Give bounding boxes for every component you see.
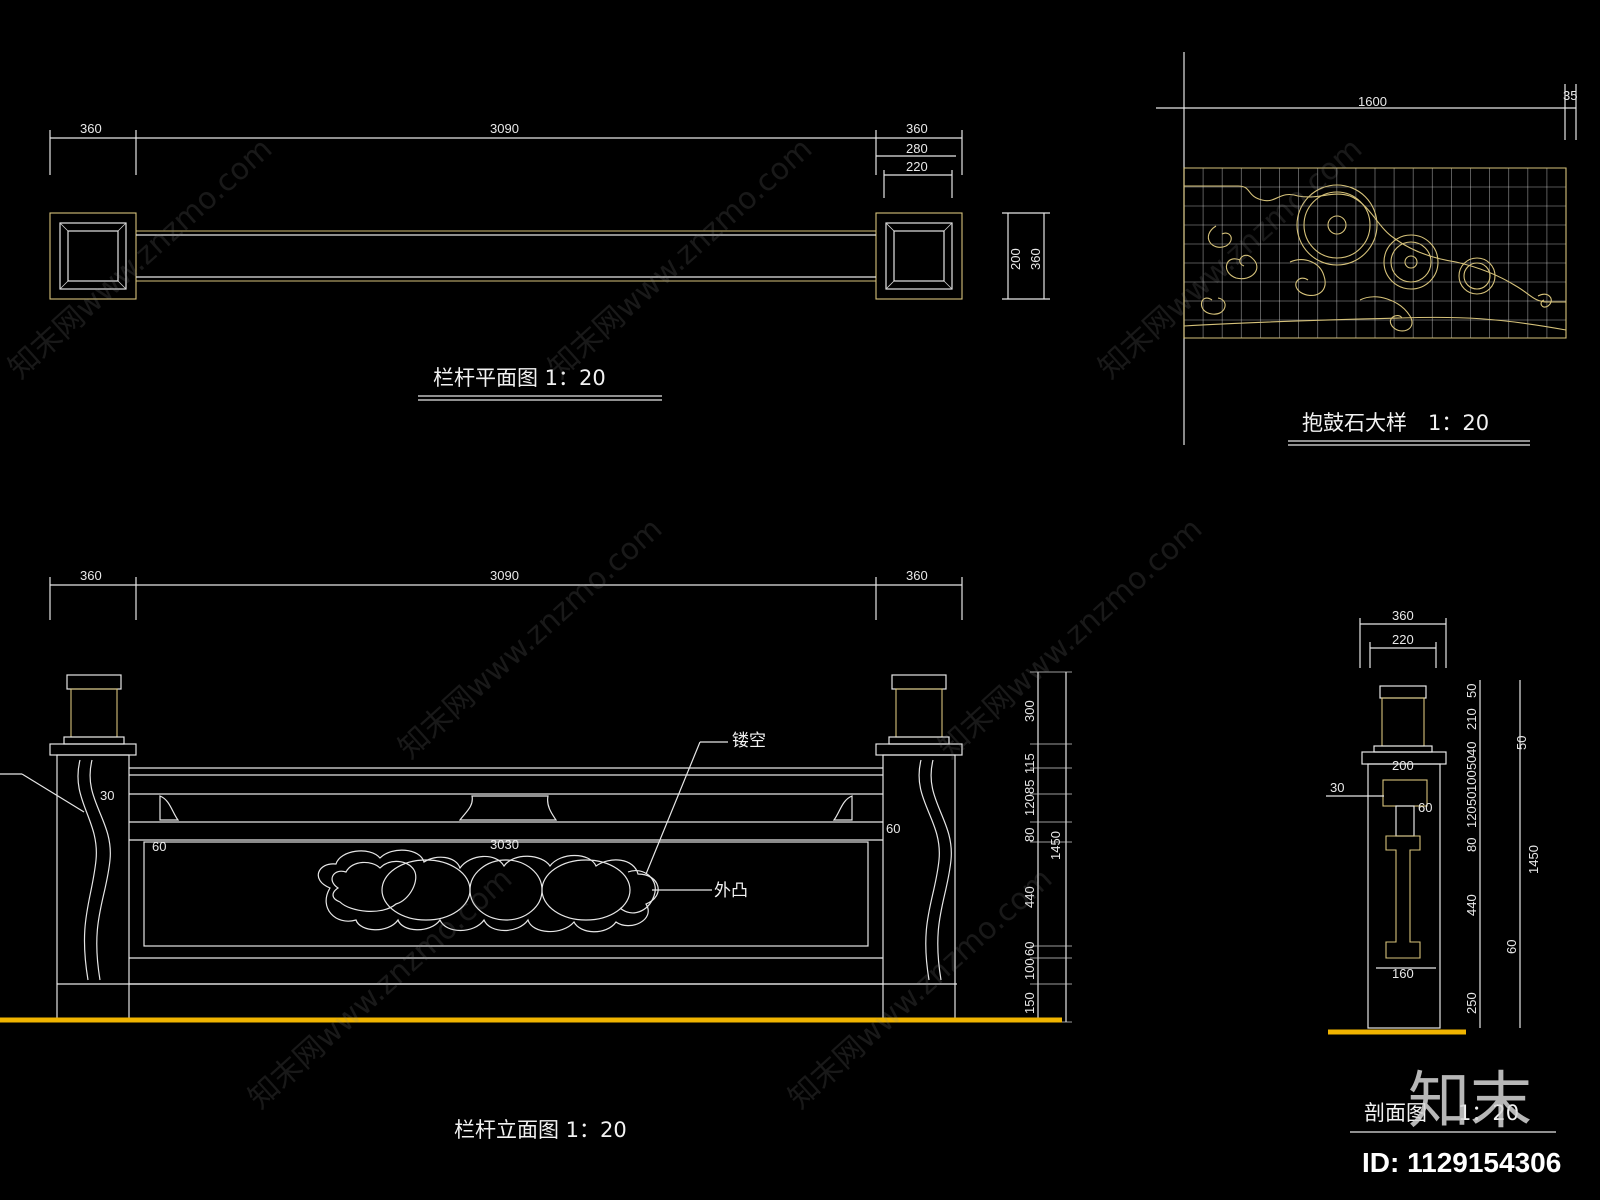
section-dim-60: 60 bbox=[1418, 800, 1432, 815]
detail-dim-width: 1600 bbox=[1358, 94, 1387, 109]
section-dim-120: 120 bbox=[1464, 806, 1479, 828]
section-dim-30: 30 bbox=[1330, 780, 1344, 795]
section-dim-60: 60 bbox=[1504, 940, 1519, 954]
watermark-6: 知末网www.znzmo.com bbox=[242, 861, 519, 1116]
watermark-3: 知末网www.znzmo.com bbox=[1092, 131, 1369, 386]
section-dim-250: 250 bbox=[1464, 992, 1479, 1014]
watermark-4: 知末网www.znzmo.com bbox=[392, 511, 669, 766]
elev-dim-60: 60 bbox=[1022, 942, 1037, 956]
section-dim-220: 220 bbox=[1392, 632, 1414, 647]
watermark-7: 知末网www.znzmo.com bbox=[782, 861, 1059, 1116]
elev-dim-left: 360 bbox=[80, 568, 102, 583]
section-dim-100: 100 bbox=[1464, 770, 1479, 792]
detail-title: 抱鼓石大样 1：20 bbox=[1302, 411, 1489, 435]
section-scale: 1：20 bbox=[1458, 1101, 1519, 1125]
watermark-2: 知末网www.znzmo.com bbox=[542, 131, 819, 386]
elevation-title: 栏杆立面图 1：20 bbox=[454, 1118, 627, 1142]
plan-dim-left: 360 bbox=[80, 121, 102, 136]
elev-dim-total: 1450 bbox=[1048, 831, 1063, 860]
elev-left-post bbox=[49, 674, 137, 1021]
elev-dim-80: 80 bbox=[1022, 828, 1037, 842]
brand-id: ID: 1129154306 bbox=[1362, 1147, 1561, 1178]
watermark-1: 知末网www.znzmo.com bbox=[2, 131, 279, 386]
section-dim-80: 80 bbox=[1464, 838, 1479, 852]
plan-dim-200: 200 bbox=[1008, 248, 1023, 270]
railing-section-view: 360 220 200 30 60 160 50 210 40 50 100 5… bbox=[1326, 608, 1556, 1133]
detail-dim-35: 35 bbox=[1563, 88, 1577, 103]
section-dim-50-side: 50 bbox=[1514, 736, 1529, 750]
section-dim-160: 160 bbox=[1392, 966, 1414, 981]
elev-dim-115: 115 bbox=[1022, 753, 1037, 774]
plan-dim-360-vertical: 360 bbox=[1028, 248, 1043, 270]
elev-dim-150: 150 bbox=[1022, 992, 1037, 1014]
section-dim-50a: 50 bbox=[1464, 684, 1479, 698]
section-dim-210: 210 bbox=[1464, 708, 1479, 730]
elev-dim-440: 440 bbox=[1022, 886, 1037, 908]
note-hollow: 镂空 bbox=[732, 731, 766, 751]
drum-stone-detail: 1600 35 抱鼓石大样 1：20 bbox=[1156, 52, 1577, 446]
section-dim-50b: 50 bbox=[1464, 756, 1479, 770]
plan-dim-280: 280 bbox=[906, 141, 928, 156]
elev-dim-inset-right: 60 bbox=[886, 821, 900, 836]
section-dim-total: 1450 bbox=[1526, 845, 1541, 874]
plan-dim-middle: 3090 bbox=[490, 121, 519, 136]
section-dim-200: 200 bbox=[1392, 758, 1414, 773]
elev-dim-85: 85 bbox=[1022, 780, 1037, 794]
watermark-5: 知末网www.znzmo.com bbox=[932, 511, 1209, 766]
watermark-layer: 知末网www.znzmo.com 知末网www.znzmo.com 知末网www… bbox=[2, 131, 1369, 1116]
section-dim-40: 40 bbox=[1464, 742, 1479, 756]
plan-dim-220: 220 bbox=[906, 159, 928, 174]
railing-elevation-view: 360 3090 360 bbox=[0, 568, 1072, 1142]
plan-dim-right: 360 bbox=[906, 121, 928, 136]
section-dim-50c: 50 bbox=[1464, 792, 1479, 806]
elev-dim-100: 100 bbox=[1022, 958, 1037, 980]
section-dim-440: 440 bbox=[1464, 894, 1479, 916]
elev-dim-inset-left: 60 bbox=[152, 839, 166, 854]
detail-grid bbox=[1183, 167, 1567, 338]
brand-logo: 知末 bbox=[1408, 1064, 1532, 1137]
elev-dim-right: 360 bbox=[906, 568, 928, 583]
railing-plan-view: 360 3090 360 280 220 200 360 栏杆平面图 1：20 bbox=[49, 121, 1050, 401]
section-title: 剖面图 bbox=[1364, 1101, 1427, 1125]
elev-dim-middle: 3090 bbox=[490, 568, 519, 583]
elev-dim-thirty: 30 bbox=[100, 788, 114, 803]
plan-title: 栏杆平面图 1：20 bbox=[433, 366, 606, 390]
note-convex: 外凸 bbox=[714, 881, 748, 901]
section-dim-360: 360 bbox=[1392, 608, 1414, 623]
elev-dim-120: 120 bbox=[1022, 794, 1037, 816]
elev-dim-300: 300 bbox=[1022, 700, 1037, 722]
elev-dim-inner: 3030 bbox=[490, 837, 519, 852]
